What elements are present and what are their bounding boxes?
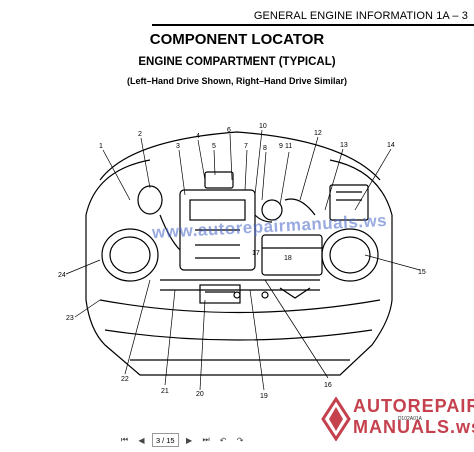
drive-note: (Left–Hand Drive Shown, Right–Hand Drive… <box>126 76 348 86</box>
callout-10: 10 <box>259 123 267 130</box>
callout-14: 14 <box>387 142 395 149</box>
page-indicator[interactable]: 3 / 15 <box>152 433 179 447</box>
header-rule <box>152 24 474 26</box>
callout-13: 13 <box>340 142 348 149</box>
callout-15: 15 <box>418 269 426 276</box>
back-icon[interactable]: ↶ <box>219 435 227 445</box>
figure-reference: D102A01A <box>397 416 422 422</box>
leader-lines <box>65 129 421 391</box>
callout-2: 2 <box>138 131 142 138</box>
forward-icon[interactable]: ↷ <box>236 435 244 445</box>
logo-line-1: AUTOREPAIR <box>353 396 474 416</box>
logo-mark-icon <box>321 397 351 441</box>
callout-7: 7 <box>244 143 248 150</box>
callout-17: 17 <box>252 250 260 257</box>
callout-1: 1 <box>99 143 103 150</box>
page-separator: / <box>162 435 165 445</box>
callout-3: 3 <box>176 143 180 150</box>
callout-20: 20 <box>196 391 204 398</box>
callout-4: 4 <box>196 133 200 140</box>
page-title: COMPONENT LOCATOR <box>149 31 325 48</box>
callout-8: 8 <box>263 145 267 152</box>
page-total: 15 <box>166 435 175 445</box>
callout-16: 16 <box>324 382 332 389</box>
callout-11: 11 <box>285 143 292 150</box>
callout-24: 24 <box>58 272 66 279</box>
callout-21: 21 <box>161 388 169 395</box>
next-page-icon[interactable]: ▶ <box>186 435 193 445</box>
last-page-icon[interactable]: ⏭ <box>202 435 210 444</box>
site-logo: AUTOREPAIR MANUALS.ws <box>321 395 474 447</box>
callout-5: 5 <box>212 143 216 150</box>
section-header: GENERAL ENGINE INFORMATION 1A – 3 <box>253 10 468 22</box>
callout-19: 19 <box>260 393 268 400</box>
callout-18: 18 <box>284 255 292 262</box>
pdf-toolbar: ⏮ ◀ 3 / 15 ▶ ⏭ ↶ ↷ <box>118 431 338 449</box>
callout-12: 12 <box>314 130 322 137</box>
callout-9: 9 <box>279 143 283 150</box>
previous-page-icon[interactable]: ◀ <box>138 435 145 445</box>
page-current: 3 <box>156 435 161 445</box>
callout-23: 23 <box>66 315 74 322</box>
callout-22: 22 <box>121 376 129 383</box>
first-page-icon[interactable]: ⏮ <box>120 435 129 444</box>
callout-6: 6 <box>227 127 231 134</box>
page-subtitle: ENGINE COMPARTMENT (TYPICAL) <box>138 56 336 68</box>
logo-line-2: MANUALS.ws <box>353 417 474 437</box>
